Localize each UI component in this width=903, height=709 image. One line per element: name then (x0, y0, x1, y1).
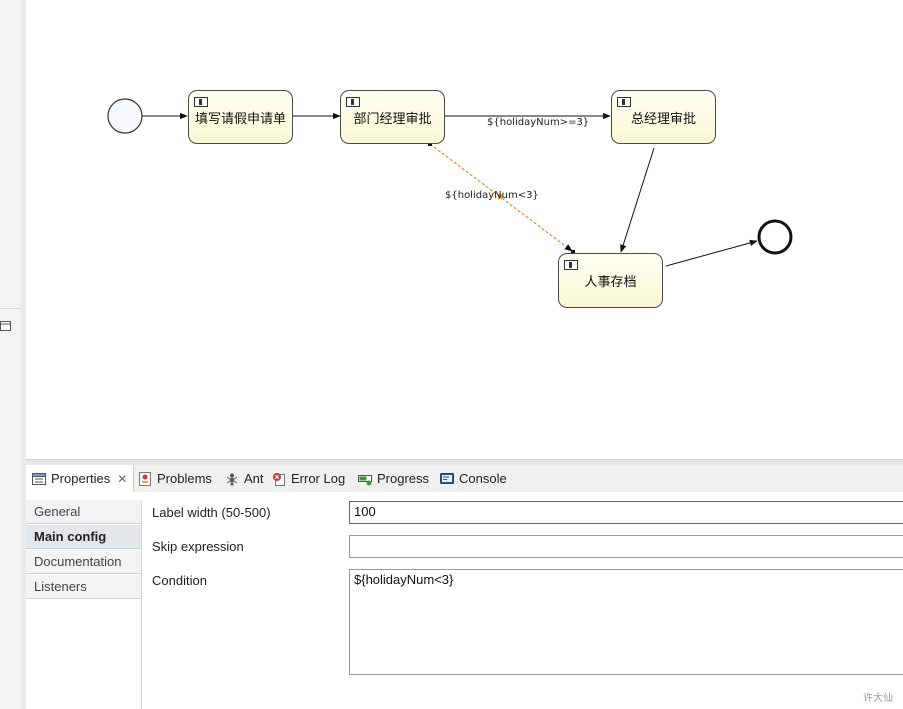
flow-label-lt3[interactable]: ${holidayNum<3} (445, 190, 539, 201)
condition-textarea[interactable]: ${holidayNum<3} (349, 569, 903, 675)
bpmn-canvas[interactable]: 填写请假申请单 部门经理审批 总经理审批 人事存档 ${holidayNum>=… (26, 0, 903, 460)
properties-side-tabs: General Main config Documentation Listen… (26, 500, 142, 709)
task-label: 人事存档 (584, 275, 637, 290)
problems-icon (139, 471, 151, 486)
tab-progress[interactable]: Progress (358, 465, 429, 492)
left-panel-divider (0, 308, 21, 309)
tab-ant[interactable]: Ant (225, 465, 264, 492)
properties-panel: General Main config Documentation Listen… (26, 492, 903, 709)
left-collapsed-panel (0, 0, 22, 709)
task-hr-archive[interactable]: 人事存档 (558, 253, 663, 308)
label-width-label: Label width (50-500) (152, 505, 271, 520)
close-icon[interactable]: ✕ (117, 471, 128, 486)
task-label: 总经理审批 (630, 111, 696, 127)
restore-icon[interactable] (0, 321, 11, 331)
properties-icon (32, 472, 46, 485)
task-dept-manager-approval[interactable]: 部门经理审批 (340, 90, 445, 144)
selection-handle-end[interactable] (571, 250, 575, 254)
end-event[interactable] (757, 219, 793, 255)
tab-properties[interactable]: Properties ✕ (26, 465, 135, 492)
label-width-input[interactable]: 100 (349, 501, 903, 524)
editor-views-divider[interactable] (26, 459, 903, 466)
panel-gutter (21, 0, 26, 709)
watermark: 许大仙 (863, 693, 893, 704)
task-label: 填写请假申请单 (194, 111, 286, 127)
condition-label: Condition (152, 573, 207, 588)
flow-gm-to-hr[interactable] (620, 147, 655, 253)
tab-console-label: Console (459, 471, 507, 486)
tab-ant-label: Ant (244, 471, 264, 486)
start-event[interactable] (107, 98, 143, 134)
side-tab-documentation[interactable]: Documentation (26, 550, 141, 574)
selection-handle-mid[interactable] (498, 194, 503, 199)
task-fill-leave-form[interactable]: 填写请假申请单 (188, 90, 293, 144)
tab-console[interactable]: Console (440, 465, 507, 492)
task-label: 部门经理审批 (353, 111, 432, 127)
side-tab-general[interactable]: General (26, 500, 141, 524)
tab-problems[interactable]: Problems (138, 465, 212, 492)
user-task-icon (194, 97, 208, 107)
skip-expression-input[interactable] (349, 535, 903, 558)
flow-layer (107, 98, 793, 267)
user-task-icon (564, 260, 578, 270)
flow-hr-to-end[interactable] (665, 239, 758, 267)
console-icon (440, 472, 454, 484)
user-task-icon (346, 97, 360, 107)
error-log-icon (273, 472, 285, 486)
side-tab-listeners[interactable]: Listeners (26, 575, 141, 599)
task-general-manager-approval[interactable]: 总经理审批 (611, 90, 716, 144)
tab-error-log[interactable]: Error Log (272, 465, 345, 492)
tab-progress-label: Progress (377, 471, 430, 486)
tab-problems-label: Problems (157, 471, 212, 486)
progress-icon (358, 474, 372, 485)
side-tab-main-config[interactable]: Main config (26, 525, 141, 549)
skip-expression-label: Skip expression (152, 539, 244, 554)
selection-handle-start[interactable] (428, 142, 432, 146)
flow-label-ge3[interactable]: ${holidayNum>=3} (487, 117, 590, 128)
user-task-icon (617, 97, 631, 107)
tab-properties-label: Properties (51, 471, 111, 486)
ant-icon (226, 473, 238, 486)
tab-error-log-label: Error Log (291, 471, 346, 486)
views-tab-bar: Properties ✕ Problems Ant Error Log (26, 465, 903, 493)
